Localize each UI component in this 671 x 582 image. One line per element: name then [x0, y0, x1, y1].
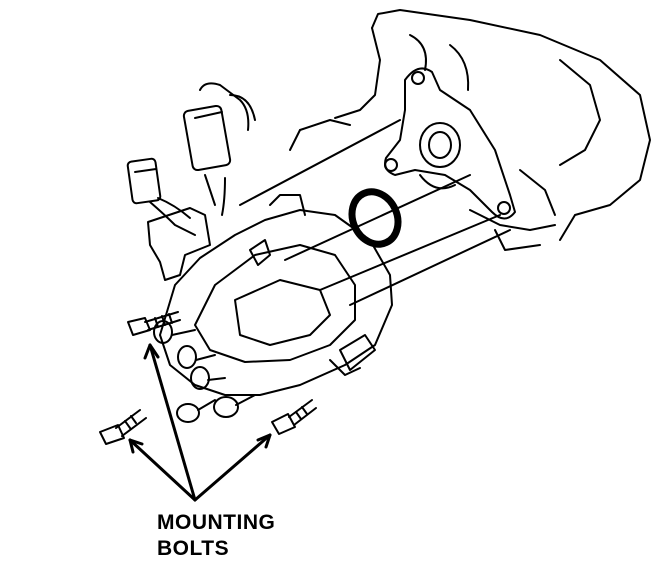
mounting-bolts-label-line2: BOLTS — [157, 537, 230, 560]
bolt-right — [271, 399, 317, 435]
o-ring — [348, 188, 402, 248]
engine-block — [289, 9, 651, 251]
mounting-bolts — [99, 311, 317, 445]
distributor-housing-outline — [239, 119, 511, 306]
mounting-bolts-label-line1: MOUNTING — [157, 511, 276, 534]
bolt-upper-left — [127, 311, 181, 336]
bolt-lower-left — [99, 409, 147, 445]
mounting-bolts-label: MOUNTING BOLTS — [157, 510, 275, 562]
callout-leader-lines — [128, 343, 272, 502]
wiring-connectors — [126, 82, 256, 281]
distributor-mounting-flange — [384, 67, 516, 220]
distributor-assembly — [153, 194, 393, 423]
